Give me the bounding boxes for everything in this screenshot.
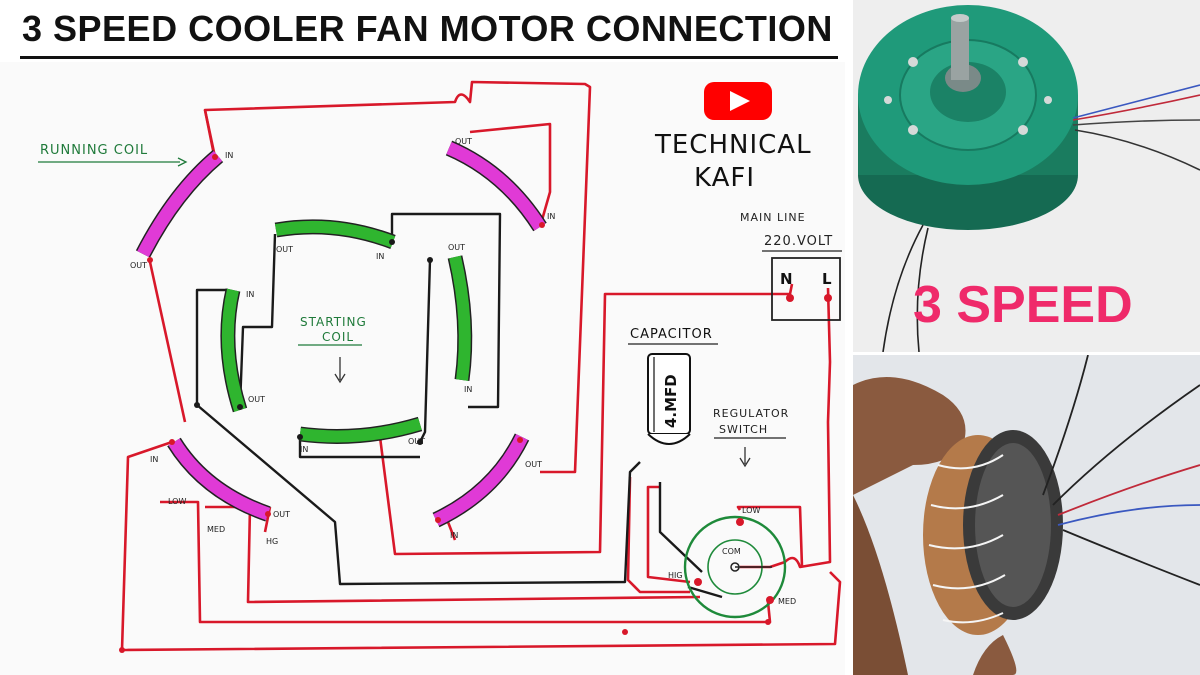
svg-text:OUT: OUT <box>276 245 293 254</box>
regulator-low-label: LOW <box>742 506 760 515</box>
starting-coil-label-line1: STARTING <box>300 315 367 329</box>
youtube-play-icon <box>704 82 772 120</box>
title-underline <box>20 56 838 59</box>
regulator-label-line2: SWITCH <box>719 423 768 436</box>
speed-label: 3 SPEED <box>913 276 1133 334</box>
junction-dots <box>119 154 771 653</box>
running-coil-arrow-icon <box>177 157 188 167</box>
regulator-com-label: COM <box>722 547 741 556</box>
svg-text:OUT: OUT <box>448 243 465 252</box>
starting-coil-right <box>449 255 471 381</box>
channel-name-line1: TECHNICAL <box>654 130 812 160</box>
starting-coil-label-line2: COIL <box>322 330 354 344</box>
svg-text:MED: MED <box>207 525 225 534</box>
wiring-diagram: RUNNING COIL STARTING COIL IN OUT OUT IN… <box>0 62 845 675</box>
junction-dots-black <box>194 239 433 445</box>
stator-photo <box>853 355 1200 675</box>
regulator-switch <box>683 515 787 619</box>
svg-text:IN: IN <box>376 252 384 261</box>
running-coil-bottom-right <box>433 434 528 526</box>
starting-coil-left <box>221 288 246 412</box>
running-coil-top-left <box>137 151 223 257</box>
svg-text:IN: IN <box>547 212 555 221</box>
channel-name-line2: KAFI <box>694 163 755 193</box>
svg-text:IN: IN <box>450 531 458 540</box>
running-coil-bottom-left <box>168 438 271 521</box>
svg-text:IN: IN <box>246 290 254 299</box>
right-photo-panel: 3 SPEED <box>845 0 1200 675</box>
main-line-label-line2: 220.VOLT <box>764 234 833 249</box>
live-terminal-label: L <box>822 270 832 288</box>
neutral-terminal <box>786 294 794 302</box>
svg-text:OUT: OUT <box>248 395 265 404</box>
svg-text:OUT: OUT <box>408 437 425 446</box>
main-line-label-line1: MAIN LINE <box>740 211 806 224</box>
running-coil-label: RUNNING COIL <box>40 143 148 158</box>
diagram-paper <box>0 62 845 675</box>
regulator-arrow-icon <box>739 447 751 468</box>
motor-shaft <box>951 18 969 80</box>
mains-terminal-box <box>771 257 841 321</box>
neutral-terminal-label: N <box>780 270 793 288</box>
starting-coils <box>220 219 473 444</box>
svg-text:LOW: LOW <box>168 497 186 506</box>
svg-text:OUT: OUT <box>455 137 472 146</box>
regulator-label-line1: REGULATOR <box>713 407 789 420</box>
svg-text:IN: IN <box>464 385 472 394</box>
running-coil-top-right <box>446 142 546 231</box>
regulator-med-label: MED <box>778 597 796 606</box>
starting-coil-top <box>274 220 396 248</box>
motor-photo: 3 SPEED <box>853 0 1200 352</box>
coil-terminal-labels: IN OUT OUT IN OUT IN IN OUT OUT IN IN OU… <box>130 137 555 546</box>
svg-text:OUT: OUT <box>273 510 290 519</box>
svg-text:IN: IN <box>225 151 233 160</box>
hand <box>853 377 966 495</box>
capacitor-label: CAPACITOR <box>630 327 713 342</box>
svg-text:HG: HG <box>266 537 278 546</box>
running-coils <box>135 140 547 528</box>
live-terminal <box>824 294 832 302</box>
svg-text:OUT: OUT <box>130 261 147 270</box>
title-bar: 3 SPEED COOLER FAN MOTOR CONNECTION <box>0 0 845 62</box>
regulator-high-label: HIG <box>668 571 683 580</box>
capacitor-value: 4.MFD <box>662 374 680 428</box>
capacitor <box>647 353 691 445</box>
svg-text:IN: IN <box>150 455 158 464</box>
svg-text:OUT: OUT <box>525 460 542 469</box>
starting-coil-bottom <box>299 418 422 443</box>
svg-text:IN: IN <box>300 445 308 454</box>
wire-top-loop <box>203 80 592 474</box>
black-wires <box>195 212 723 599</box>
page-title: 3 SPEED COOLER FAN MOTOR CONNECTION <box>22 8 833 49</box>
starting-coil-arrow-icon <box>334 357 346 384</box>
